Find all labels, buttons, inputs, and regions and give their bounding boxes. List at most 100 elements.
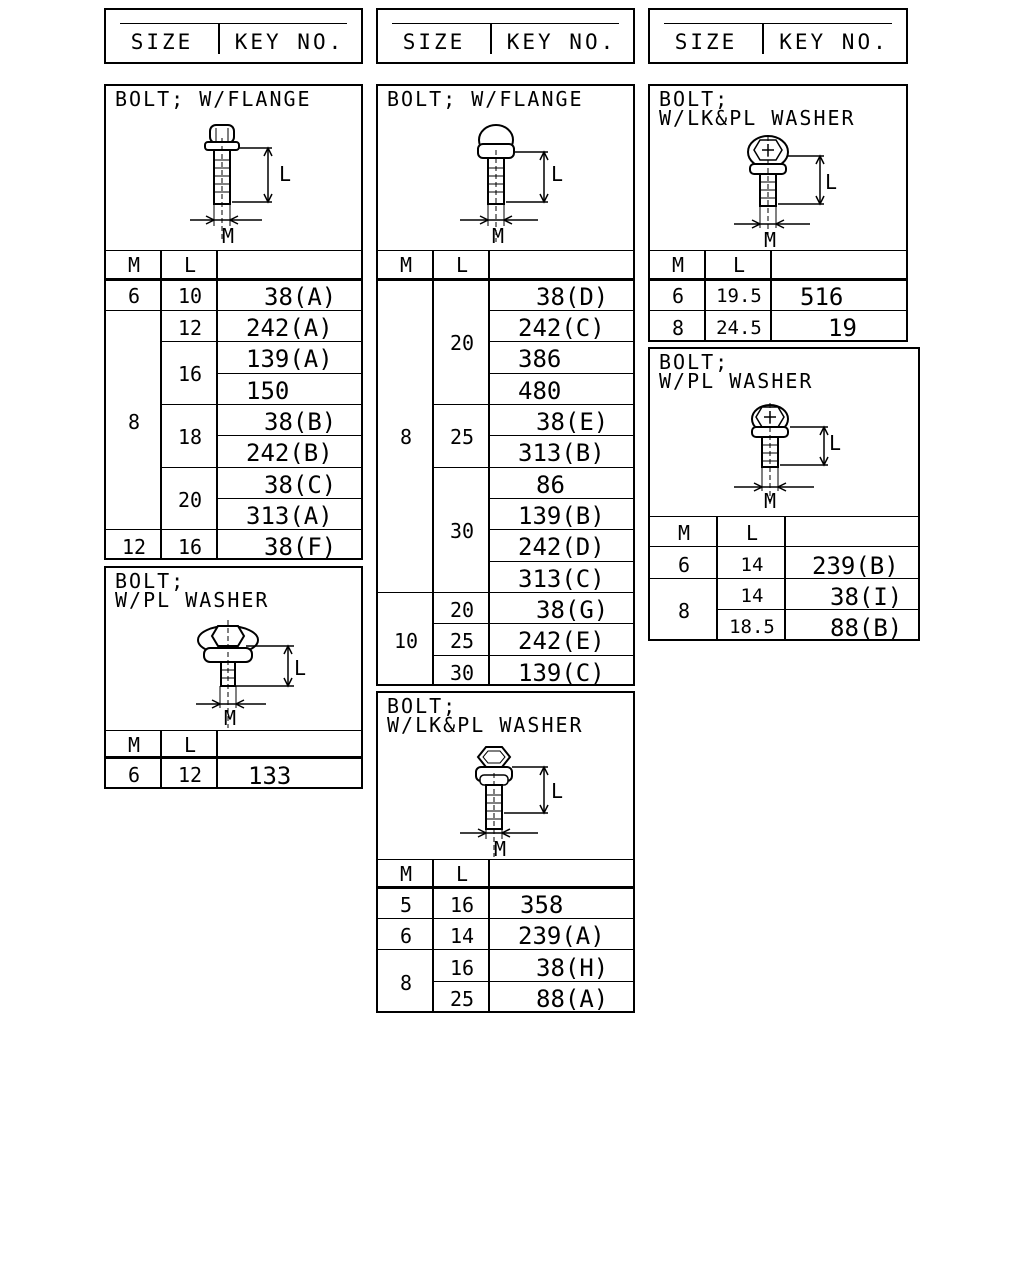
size-m: 5 xyxy=(399,893,413,917)
key-no: 242(E) xyxy=(518,627,605,655)
size-m: 10 xyxy=(393,629,419,653)
pl-washer-bolt-icon xyxy=(734,403,829,505)
dim-m-label: M xyxy=(493,837,507,861)
size-l: 25 xyxy=(449,629,475,653)
col-header-l: L xyxy=(455,253,469,277)
key-no: 150 xyxy=(246,377,290,405)
dim-l-label: L xyxy=(828,431,842,455)
dim-l-label: L xyxy=(550,779,564,803)
size-m: 8 xyxy=(671,316,685,340)
size-m: 6 xyxy=(127,763,141,787)
size-m: 6 xyxy=(677,553,691,577)
dim-l-label: L xyxy=(824,170,838,194)
key-no: 480 xyxy=(518,377,562,405)
dim-l-label: L xyxy=(550,162,564,186)
key-no: 38(I) xyxy=(830,583,903,611)
dim-l-label: L xyxy=(293,656,307,680)
size-l: 25 xyxy=(449,987,475,1011)
size-m: 6 xyxy=(127,284,141,308)
size-l: 16 xyxy=(449,956,475,980)
flange-bolt-icon xyxy=(460,124,549,242)
bolt-lk-pl-washer-panel-right: BOLT; W/LK&PL WASHER L M M L 6 8 19.5 24… xyxy=(648,84,908,342)
key-no: 38(A) xyxy=(264,283,337,311)
key-no: 239(A) xyxy=(518,922,605,950)
size-l: 18.5 xyxy=(729,616,775,638)
key-no: 139(A) xyxy=(246,345,333,373)
col-header-m: M xyxy=(127,733,141,757)
col-header-l: L xyxy=(183,253,197,277)
dim-m-label: M xyxy=(221,224,235,248)
size-m: 6 xyxy=(671,284,685,308)
key-no: 358 xyxy=(520,891,564,919)
col-header-l: L xyxy=(745,521,759,545)
size-key-header-1: SIZE KEY NO. xyxy=(104,8,363,64)
size-m: 8 xyxy=(677,599,691,623)
size-l: 30 xyxy=(449,661,475,685)
section-title: BOLT; W/PL WASHER xyxy=(659,350,814,393)
bolt-pl-washer-panel-left: BOLT; W/PL WASHER L M M L 6 12 133 xyxy=(104,566,363,790)
key-no: 38(G) xyxy=(536,596,609,624)
bolt-pl-washer-panel-right: BOLT; W/PL WASHER L M M L 6 8 14 14 18.5… xyxy=(648,347,920,642)
size-l: 16 xyxy=(449,893,475,917)
dim-l-label: L xyxy=(278,162,292,186)
key-no-label: KEY NO. xyxy=(234,30,345,54)
pl-washer-bolt-icon xyxy=(196,620,294,728)
col-header-l: L xyxy=(732,253,746,277)
key-no: 88(A) xyxy=(536,985,609,1013)
size-m: 12 xyxy=(121,535,147,559)
key-no: 38(F) xyxy=(264,533,337,561)
col-header-m: M xyxy=(677,521,691,545)
size-l: 20 xyxy=(449,598,475,622)
col-header-m: M xyxy=(399,862,413,886)
key-no: 386 xyxy=(518,345,562,373)
size-m: 6 xyxy=(399,924,413,948)
key-no: 242(A) xyxy=(246,314,333,342)
size-l: 12 xyxy=(177,316,203,340)
col-header-m: M xyxy=(671,253,685,277)
bolt-lk-pl-washer-panel-middle: BOLT; W/LK&PL WASHER L M M L 5 6 8 16 14… xyxy=(376,691,635,1013)
key-no: 19 xyxy=(828,314,857,342)
key-no: 38(E) xyxy=(536,408,609,436)
section-title: BOLT; W/LK&PL WASHER xyxy=(659,87,856,130)
size-l: 30 xyxy=(449,519,475,543)
key-no-label: KEY NO. xyxy=(779,30,889,54)
bolt-flange-panel-middle: BOLT; W/FLANGE L M M L 8 10 20 25 30 20 … xyxy=(376,84,635,687)
size-key-header-3: SIZE KEY NO. xyxy=(648,8,908,64)
lk-pl-washer-bolt-icon xyxy=(460,746,549,857)
key-no: 313(C) xyxy=(518,565,605,593)
size-m: 8 xyxy=(127,410,141,434)
key-no: 139(C) xyxy=(518,659,605,687)
col-header-l: L xyxy=(455,862,469,886)
size-m: 8 xyxy=(399,425,413,449)
lk-pl-washer-bolt-icon xyxy=(734,135,825,240)
key-no: 313(A) xyxy=(246,502,333,530)
key-no: 88(B) xyxy=(830,614,903,642)
key-no: 139(B) xyxy=(518,502,605,530)
size-l: 16 xyxy=(177,535,203,559)
key-no: 242(C) xyxy=(518,314,605,342)
key-no: 242(D) xyxy=(518,533,605,561)
section-title: BOLT; W/PL WASHER xyxy=(115,569,270,612)
size-label: SIZE xyxy=(402,30,466,54)
dim-m-label: M xyxy=(763,489,777,513)
size-l: 10 xyxy=(177,284,203,308)
key-no: 516 xyxy=(800,283,844,311)
size-l: 19.5 xyxy=(716,285,762,307)
size-label: SIZE xyxy=(130,30,194,54)
size-m: 8 xyxy=(399,971,413,995)
key-no: 38(C) xyxy=(264,471,337,499)
flange-bolt-icon xyxy=(190,124,273,242)
col-header-m: M xyxy=(399,253,413,277)
key-no: 86 xyxy=(536,471,565,499)
size-l: 12 xyxy=(177,763,203,787)
section-title: BOLT; W/FLANGE xyxy=(387,87,584,111)
key-no-label: KEY NO. xyxy=(506,30,617,54)
key-no: 133 xyxy=(248,762,292,790)
size-l: 20 xyxy=(177,488,203,512)
size-l: 24.5 xyxy=(716,317,762,339)
bolt-flange-panel-left: BOLT; W/FLANGE L M M L 6 8 12 10 12 16 1… xyxy=(104,84,363,561)
size-l: 20 xyxy=(449,331,475,355)
size-l: 16 xyxy=(177,362,203,386)
key-no: 239(B) xyxy=(812,552,899,580)
size-l: 14 xyxy=(449,924,475,948)
